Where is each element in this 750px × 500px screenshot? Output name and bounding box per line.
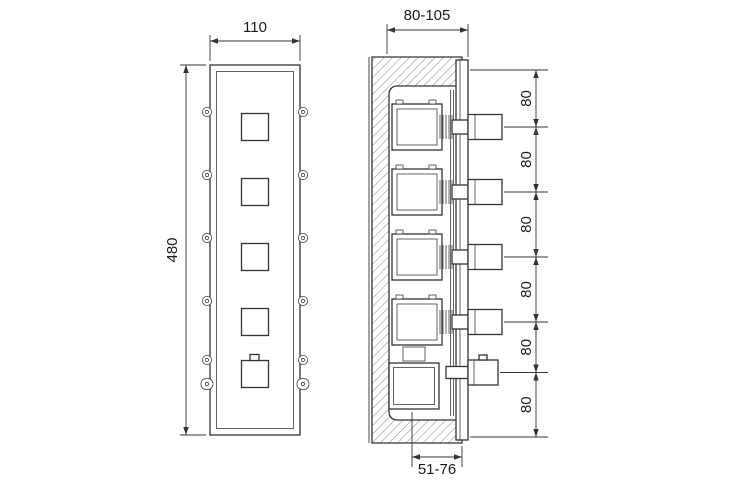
valve-screw [428,99,437,105]
mounting-screw [201,107,212,118]
mounting-screw [201,295,212,306]
faceplate-square [240,242,270,272]
valve-stem [451,119,469,135]
valve-body-inner [396,173,438,211]
mounting-screw-center [204,235,210,241]
connector-block [402,346,426,362]
valve-body-inner [396,303,438,341]
valve-stem [451,314,469,330]
mounting-screw [297,295,308,306]
mounting-screw [297,232,308,243]
mounting-screw [201,169,212,180]
front-height-label: 480 [164,237,181,262]
valve-body [391,233,443,281]
valve-screw [395,294,404,300]
spacing-label: 80 [518,151,535,168]
diverter-knob-nub [478,354,488,361]
spacing-label: 80 [518,339,535,356]
mounting-screw-center [204,298,210,304]
faceplate-squares [240,112,270,389]
valve-body [391,168,443,216]
mounting-screw [297,169,308,180]
dimension-depth: 80-105 [386,7,469,57]
handle-knob [467,178,503,206]
front-view [200,64,310,436]
valve-body-inner [396,108,438,146]
handle-knob [467,113,503,141]
section-view [368,56,503,444]
handle-knob [467,308,503,336]
valve-screw [428,164,437,170]
valve-body [391,298,443,346]
mounting-screw [201,232,212,243]
mounting-screw-center [204,172,210,178]
faceplate-square [240,112,270,142]
faceplate-square [240,359,270,389]
valve-units [391,99,469,346]
valve-screw [395,229,404,235]
faceplate-outline [216,71,294,429]
spout-body-inner [393,367,435,405]
mounting-screw-center [300,109,306,115]
mounting-screw-center [300,357,306,363]
spacing-label: 80 [518,396,535,413]
dimension-bottom: 51-76 [411,412,463,478]
spacing-label: 80 [518,281,535,298]
valve-body [391,103,443,151]
mounting-tab [200,378,214,390]
spacing-label: 80 [518,216,535,233]
wall-hatch-section [371,56,463,444]
handle-knob [467,243,503,271]
bottom-range-label: 51-76 [418,461,456,478]
mounting-screw-center [300,298,306,304]
mounting-tab [296,378,310,390]
front-width-label: 110 [243,19,267,36]
valve-screw [428,229,437,235]
mounting-screw-center [300,172,306,178]
valve-stem [451,249,469,265]
valve-screw [395,164,404,170]
mounting-screw-center [204,109,210,115]
faceplate-diverter-nub [249,353,260,362]
dimension-front-width: 110 [209,19,301,61]
valve-stem [451,184,469,200]
mounting-screw-center [300,235,306,241]
mounting-tab-hole [204,381,210,387]
dimension-front-height: 480 [164,64,206,436]
spacing-label: 80 [518,90,535,107]
depth-range-label: 80-105 [404,7,451,24]
diverter-stem [445,365,469,380]
mounting-screw [201,354,212,365]
valve-body-inner [396,238,438,276]
mounting-tab-hole [300,381,306,387]
mounting-screw [297,354,308,365]
valve-screw [395,99,404,105]
faceplate-square [240,307,270,337]
valve-screw [428,294,437,300]
handle-knobs [467,113,503,386]
mounting-screw-center [204,357,210,363]
mounting-screws [200,107,310,390]
mounting-screw [297,107,308,118]
dimension-spacing-chain: 80 80 80 80 80 80 [470,69,548,438]
spout-body [388,362,440,410]
faceplate-square [240,177,270,207]
diverter-knob [467,359,499,386]
